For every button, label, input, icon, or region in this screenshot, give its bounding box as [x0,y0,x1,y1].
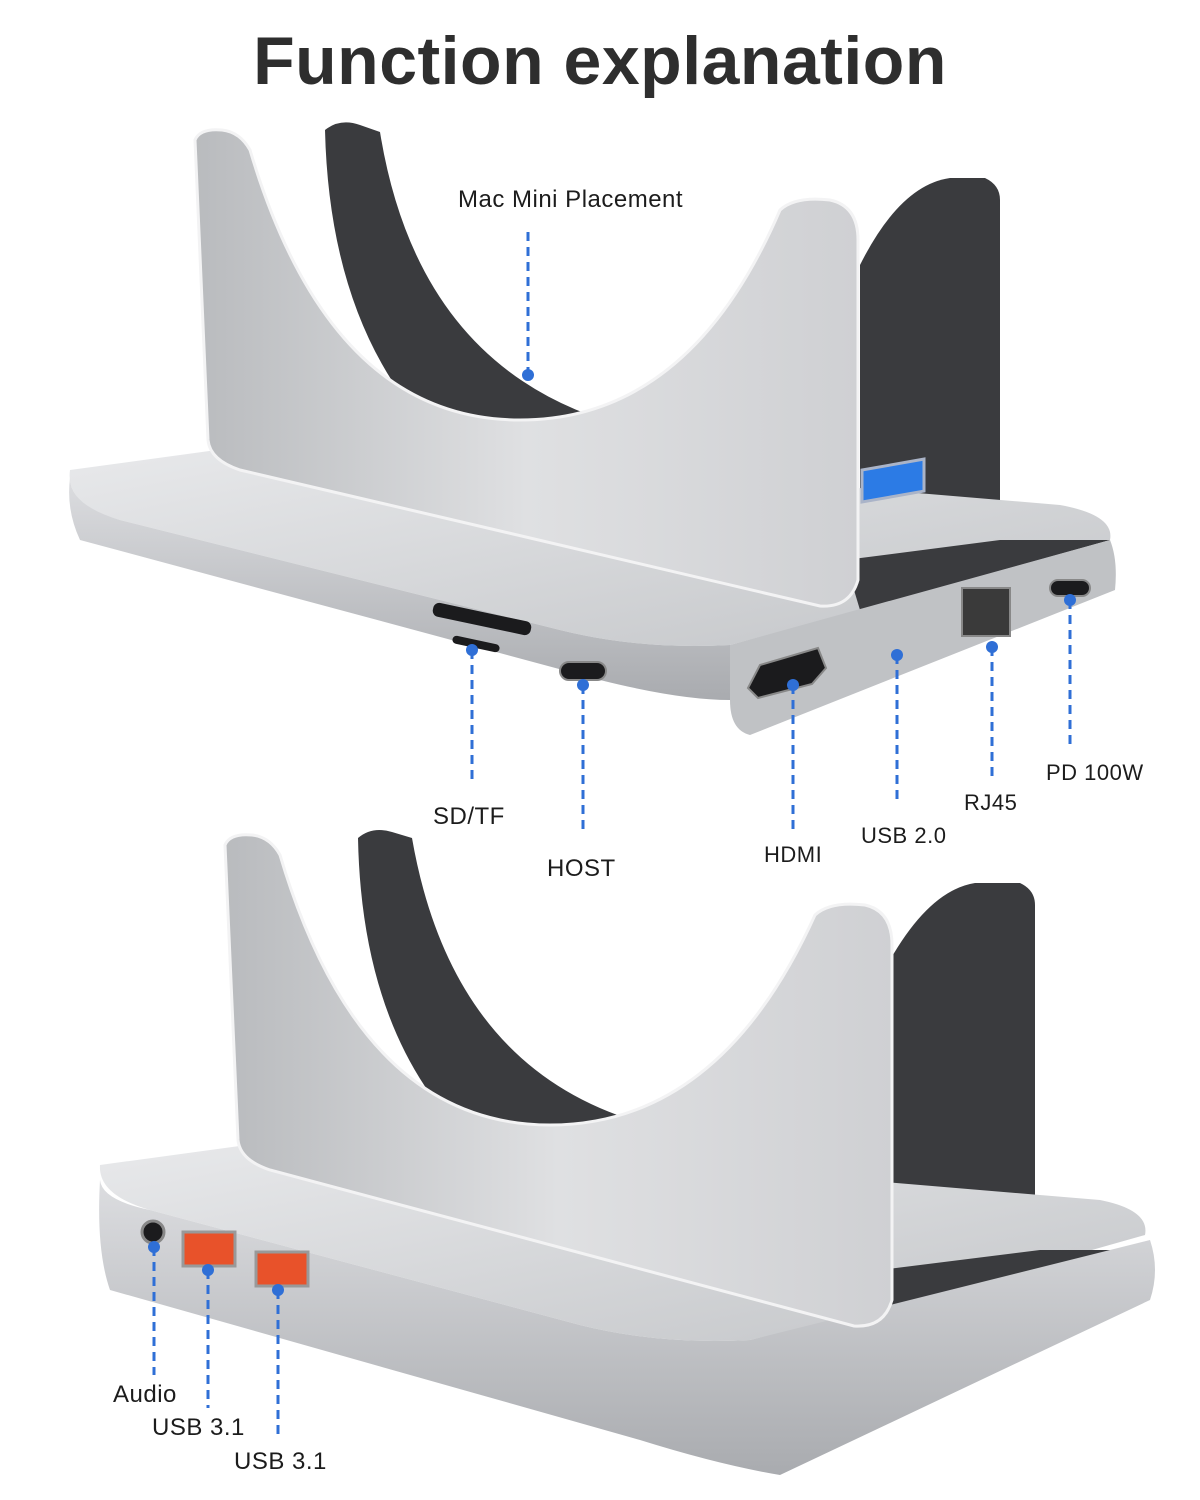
dot-host [577,679,589,691]
label-usb-31-b: USB 3.1 [234,1448,327,1475]
label-mac-mini-placement: Mac Mini Placement [458,186,684,213]
audio-jack [140,1219,166,1245]
top-inner-pad [325,122,640,450]
top-base-front-right [730,540,1116,735]
sd-slot [432,602,532,636]
dot-rj45 [986,641,998,653]
dot-hdmi [787,679,799,691]
bottom-front-plate [223,833,894,1328]
top-dock [69,122,1116,735]
top-base-front-left [69,478,731,700]
usb31-port-a [181,1230,237,1268]
bottom-back-pad [890,883,1035,1280]
label-usb-2: USB 2.0 [861,823,947,848]
dot-pd [1064,594,1076,606]
dot-sd-tf [466,644,478,656]
dot-usb31-b [272,1284,284,1296]
dot-audio [148,1241,160,1253]
hdmi-port [746,646,828,700]
label-rj45: RJ45 [964,790,1018,815]
bottom-inner-pad [358,830,670,1150]
dot-usb31-a [202,1264,214,1276]
usb31-port-b [254,1250,310,1288]
tf-slot [452,635,500,653]
top-floor-pad [845,540,1110,610]
leader-lines [152,232,1072,1440]
leader-dots [148,369,1076,1296]
bottom-dock [99,830,1156,1475]
rj45-port [961,587,1011,637]
page-title: Function explanation [253,23,947,99]
top-back-pad [860,178,1000,545]
label-hdmi: HDMI [764,842,823,867]
dot-usb2 [891,649,903,661]
dot-mac-mini [522,369,534,381]
label-sd-tf: SD/TF [433,803,505,830]
pd-port [1049,579,1091,597]
host-port [559,661,607,681]
label-audio: Audio [113,1381,177,1408]
label-pd-100w: PD 100W [1046,760,1144,785]
label-host: HOST [547,855,616,882]
label-usb-31-a: USB 3.1 [152,1414,245,1441]
bottom-base-front [99,1180,1156,1475]
top-front-plate [193,128,860,608]
usb2-port [860,457,926,504]
